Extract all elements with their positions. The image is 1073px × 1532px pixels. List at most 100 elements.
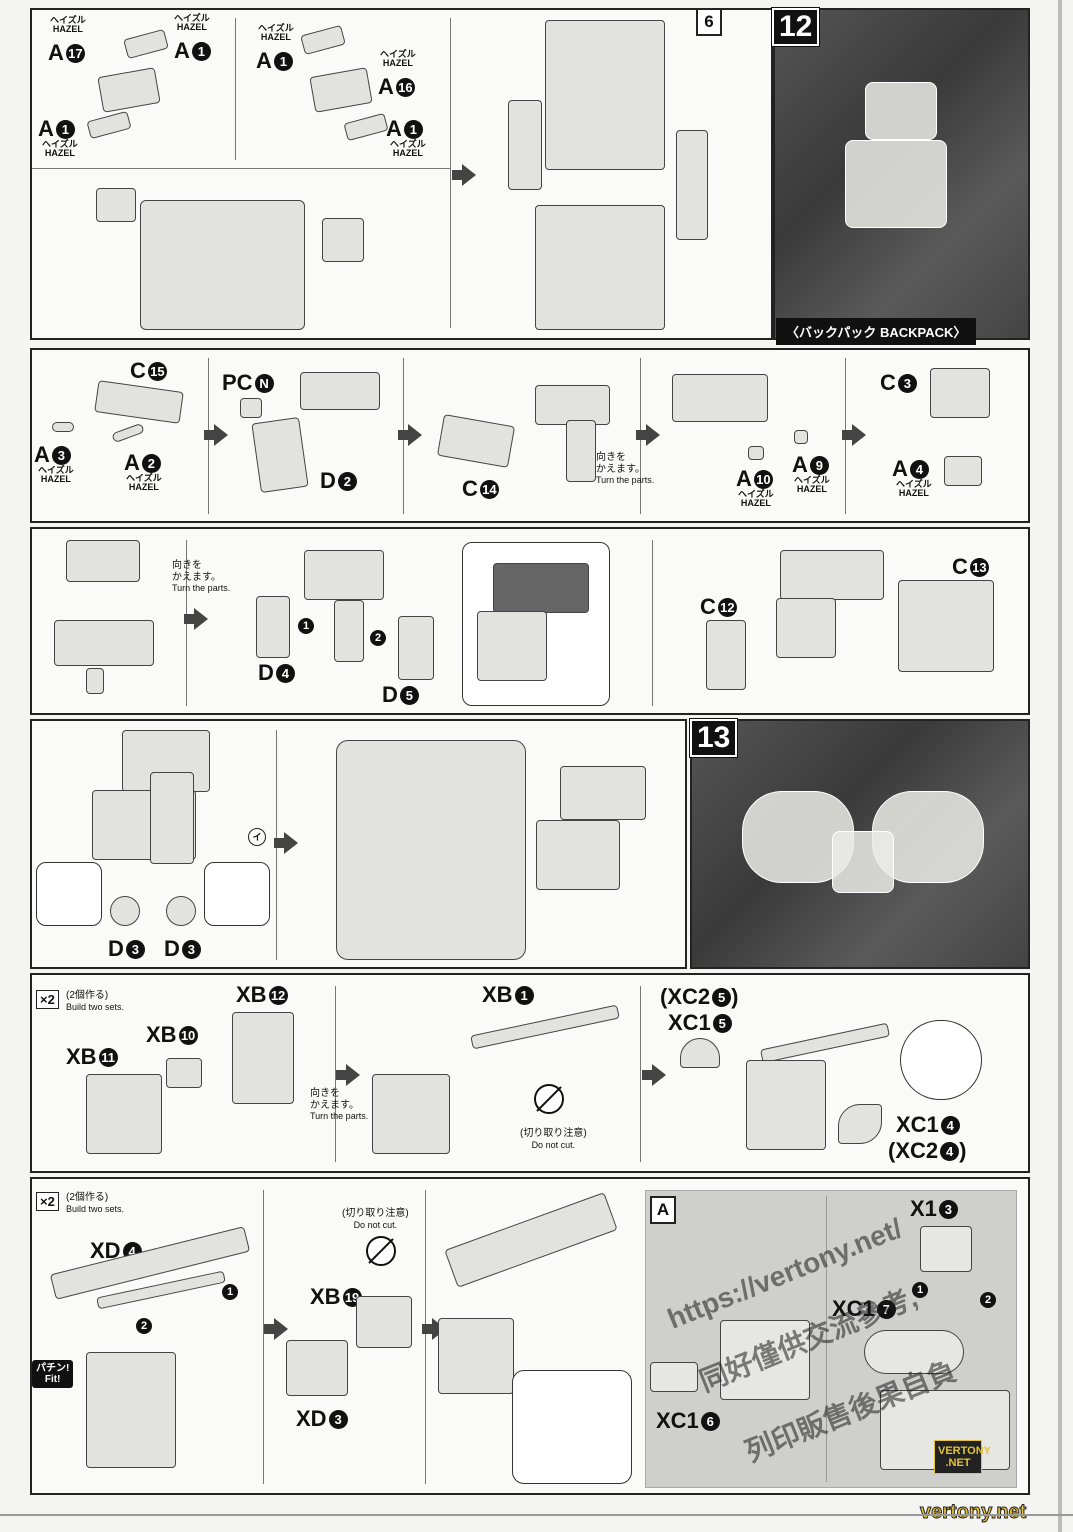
part-shape [86,668,104,694]
detail-callout [512,1370,632,1484]
part-shape [372,1074,450,1154]
part-shape [746,1060,826,1150]
detail-callout [462,542,610,706]
backpack-caption: 〈バックパック BACKPACK〉 [776,318,977,345]
part-shape [794,430,808,444]
turn-parts-note: 向きを かえます。Turn the parts. [310,1088,369,1121]
order-marker-1: 1 [222,1284,238,1300]
row1-divider-b [450,18,451,328]
build-two-note: (2個作る)Build two sets. [66,990,125,1012]
part-shape [322,218,364,262]
part-shape [86,1352,176,1468]
no-cut-icon [366,1236,396,1266]
part-shape [232,1012,294,1104]
turn-parts-note: 向きを かえます。Turn the parts. [172,560,231,593]
part-shape [748,446,764,460]
part-shape [864,1330,964,1374]
step12-photo [773,8,1030,340]
step-arrow [336,1064,360,1086]
row1-divider-a [235,18,236,160]
part-shape [944,456,982,486]
vertony-logo: VERTONY.NET [934,1440,991,1474]
torso-shape [140,200,305,330]
part-shape [780,550,884,600]
part-shape [536,820,620,890]
step-number-12: 12 [770,7,821,47]
callout-letter: A [650,1196,676,1224]
step-arrow [636,424,660,446]
build-two-note: (2個作る)Build two sets. [66,1192,125,1214]
part-shape [304,550,384,600]
do-not-cut-note: (切り取り注意)Do not cut. [520,1128,587,1150]
part-shape [96,188,136,222]
no-cut-icon [534,1084,564,1114]
build-two-badge: ×2 [36,1192,59,1211]
part-shape [334,600,364,662]
detail-callout [36,862,102,926]
part-shape [776,598,836,658]
part-shape [898,580,994,672]
tab-mark: イ [248,828,266,846]
row5-divider [335,986,336,1162]
part-shape [251,417,309,493]
build-two-badge: ×2 [36,990,59,1009]
part-shape [166,1058,202,1088]
part-shape [86,1074,162,1154]
part-shape [477,611,547,681]
part-shape [66,540,140,582]
part-shape [566,420,596,482]
part-shape [560,766,646,820]
row6-divider [263,1190,264,1484]
part-shape [54,620,154,666]
order-marker-2: 2 [136,1318,152,1334]
step-arrow [842,424,866,446]
torso-shape [535,205,665,330]
part-shape [650,1362,698,1392]
step-arrow [204,424,228,446]
row1-hdivider [32,168,450,169]
step-arrow [398,424,422,446]
part-shape [150,772,194,864]
part-shape [110,896,140,926]
step-arrow [642,1064,666,1086]
part-shape [256,596,290,658]
part-shape [535,385,610,425]
box-number: 6 [696,8,722,36]
order-marker-1: 1 [912,1282,928,1298]
order-marker-2: 2 [370,630,386,646]
step-arrow [264,1318,288,1340]
detail-callout [204,862,270,926]
part-shape [300,372,380,410]
step13-photo [690,719,1030,969]
